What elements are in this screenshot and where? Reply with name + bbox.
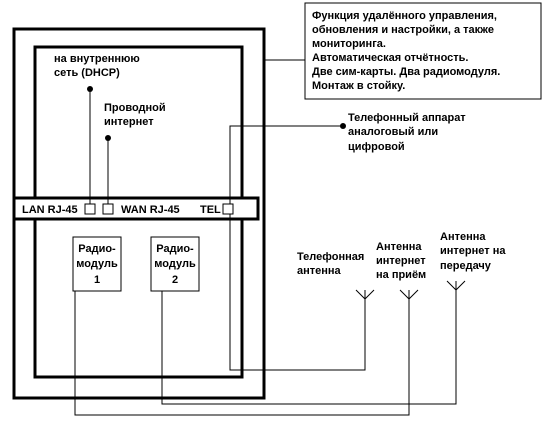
radio-module-1 (72, 236, 122, 292)
radio-module-2 (150, 236, 200, 292)
phone-label-line-2: аналоговый или (348, 126, 438, 138)
features-note-box (304, 2, 542, 100)
features-note: Функция удалённого управления, обновлени… (312, 10, 500, 92)
tx-antenna-icon (446, 280, 466, 291)
tx-antenna-label-line-1: Антенна (440, 231, 486, 243)
rx-antenna-icon (399, 289, 419, 300)
features-note-line-2: обновления и настройки, а также (312, 24, 494, 36)
phone-antenna-cable (229, 214, 366, 371)
phone-antenna-label-line-1: Телефонная (297, 251, 364, 263)
rx-antenna-label-line-1: Антенна (376, 241, 422, 253)
features-note-line-6: Монтаж в стойку. (312, 80, 405, 92)
inner-network-label-line-2: сеть (DHCP) (54, 67, 120, 79)
tel-port-jack (222, 203, 234, 215)
features-note-line-4: Автоматическая отчётность. (312, 52, 468, 64)
phone-antenna-icon (355, 289, 375, 300)
radio-module-2-line-3: 2 (172, 274, 178, 286)
lan-port-label: LAN RJ-45 (22, 204, 78, 216)
features-note-line-3: мониторинга. (312, 38, 386, 50)
tx-antenna-label-line-3: передачу (440, 260, 492, 272)
rx-antenna-cable (74, 291, 410, 416)
phone-antenna-label-line-2: антенна (297, 265, 342, 277)
wired-internet-label-line-2: интернет (104, 116, 154, 128)
rx-antenna-label-line-2: интернет (376, 255, 426, 267)
rx-antenna-label-line-3: на приём (376, 269, 426, 281)
radio-module-2-line-2: модуль (154, 258, 196, 270)
tel-cable (229, 125, 343, 204)
radio-module-1-line-3: 1 (94, 274, 100, 286)
tx-antenna-cable (161, 290, 457, 405)
phone-label-line-1: Телефонный аппарат (348, 112, 466, 124)
wan-port-jack (102, 203, 114, 215)
inner-bottom-compartment (33, 217, 244, 379)
lan-port-jack (84, 203, 96, 215)
port-panel (12, 196, 260, 221)
wired-internet-label-line-1: Проводной (104, 102, 166, 114)
features-note-line-5: Две сим-карты. Два радиомодуля. (312, 66, 500, 78)
tx-antenna-label-line-2: интернет на (440, 245, 506, 257)
inner-network-label-line-1: на внутреннюю (54, 53, 140, 65)
radio-module-1-line-1: Радио- (78, 243, 116, 255)
wan-port-label: WAN RJ-45 (121, 204, 180, 216)
phone-label-line-3: цифровой (348, 141, 405, 153)
radio-module-1-line-2: модуль (76, 258, 118, 270)
radio-module-2-line-1: Радио- (156, 243, 194, 255)
features-note-line-1: Функция удалённого управления, (312, 10, 497, 22)
tel-port-label: TEL (200, 204, 221, 216)
